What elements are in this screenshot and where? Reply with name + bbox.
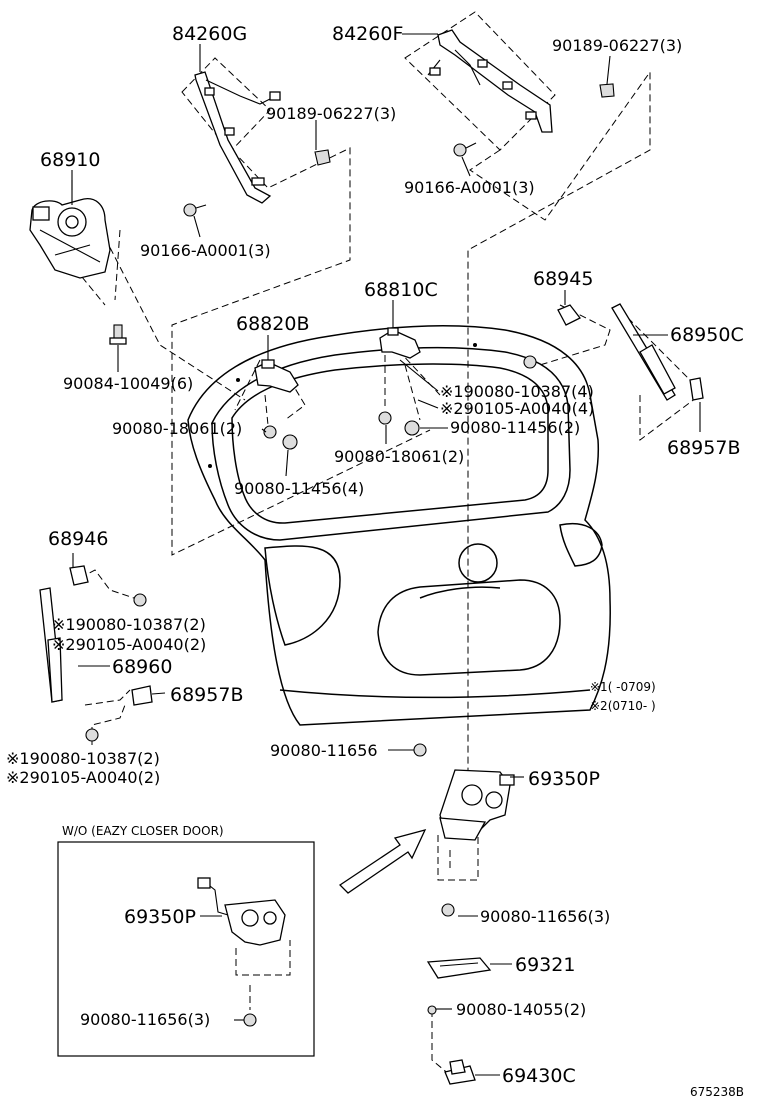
gas-strut-68960-drawing bbox=[39, 565, 153, 742]
inset-title: W/O (EAZY CLOSER DOOR) bbox=[62, 824, 224, 838]
label-90080-11656-3: 90080-11656(3) bbox=[480, 907, 610, 926]
note-1: ※1( -0709) bbox=[590, 680, 656, 694]
closer-lock-69350p-drawing bbox=[413, 743, 515, 917]
label-90105-a0040-left: ※290105-A0040(2) bbox=[52, 635, 206, 654]
label-90166-a0001-b: 90166-A0001(3) bbox=[404, 178, 535, 197]
cover-69321-drawing bbox=[426, 957, 492, 979]
label-68810c: 68810C bbox=[364, 279, 438, 301]
label-90105-a0040-bottom: ※290105-A0040(2) bbox=[6, 768, 160, 787]
wire-harness-84260g-drawing bbox=[194, 71, 281, 204]
label-90080-10387-bottom: ※190080-10387(2) bbox=[6, 749, 160, 768]
label-90080-18061-left: 90080-18061(2) bbox=[112, 419, 242, 438]
label-69350p-inset: 69350P bbox=[124, 906, 196, 928]
label-90080-10387-left: ※190080-10387(2) bbox=[52, 615, 206, 634]
label-69350p: 69350P bbox=[528, 768, 600, 790]
label-90080-14055: 90080-14055(2) bbox=[456, 1000, 586, 1019]
leader-lines bbox=[71, 33, 701, 1076]
label-90080-11656-inset: 90080-11656(3) bbox=[80, 1010, 210, 1029]
hinge-68810c-drawing bbox=[378, 327, 421, 436]
label-68960: 68960 bbox=[112, 656, 172, 678]
assembly-guide-lines bbox=[67, 11, 701, 1076]
wire-harness-84260f-drawing bbox=[427, 29, 553, 133]
label-68950c: 68950C bbox=[670, 324, 744, 346]
label-90080-18061-center: 90080-18061(2) bbox=[334, 447, 464, 466]
label-90080-10387-right: ※190080-10387(4) bbox=[440, 382, 594, 401]
label-68820b: 68820B bbox=[236, 313, 309, 335]
label-68957b-right: 68957B bbox=[667, 437, 740, 459]
label-68957b-left: 68957B bbox=[170, 684, 243, 706]
label-90084-10049: 90084-10049(6) bbox=[63, 374, 193, 393]
diagram-id: 675238B bbox=[690, 1085, 744, 1099]
label-84260f: 84260F bbox=[332, 23, 403, 45]
label-68945: 68945 bbox=[533, 268, 593, 290]
label-90080-11456-left: 90080-11456(4) bbox=[234, 479, 364, 498]
label-90105-a0040-right: ※290105-A0040(4) bbox=[440, 399, 594, 418]
note-2: ※2(0710- ) bbox=[590, 699, 656, 713]
gas-strut-68950c-drawing bbox=[523, 303, 704, 401]
label-84260g: 84260G bbox=[172, 23, 247, 45]
inset-box bbox=[57, 841, 315, 1057]
label-68946: 68946 bbox=[48, 528, 108, 550]
part-labels: 84260G 84260F 90189-06227(3) 90189-06227… bbox=[6, 23, 744, 1099]
label-68910: 68910 bbox=[40, 149, 100, 171]
label-90080-11456-right: 90080-11456(2) bbox=[450, 418, 580, 437]
label-69430c: 69430C bbox=[502, 1065, 576, 1087]
label-69321: 69321 bbox=[515, 954, 575, 976]
label-90166-a0001-a: 90166-A0001(3) bbox=[140, 241, 271, 260]
lock-actuator-68910-drawing bbox=[29, 180, 111, 279]
hinge-68820b-drawing bbox=[254, 359, 299, 450]
label-90080-11656: 90080-11656 bbox=[270, 741, 378, 760]
clip-and-screw-drawings bbox=[183, 83, 615, 217]
screw-90084-drawing bbox=[109, 324, 127, 345]
back-door-panel bbox=[187, 324, 611, 726]
striker-69430c-drawing bbox=[427, 1005, 476, 1085]
label-90189-06227-a: 90189-06227(3) bbox=[266, 104, 396, 123]
label-90189-06227-b: 90189-06227(3) bbox=[552, 36, 682, 55]
direction-arrow-icon bbox=[338, 829, 427, 894]
